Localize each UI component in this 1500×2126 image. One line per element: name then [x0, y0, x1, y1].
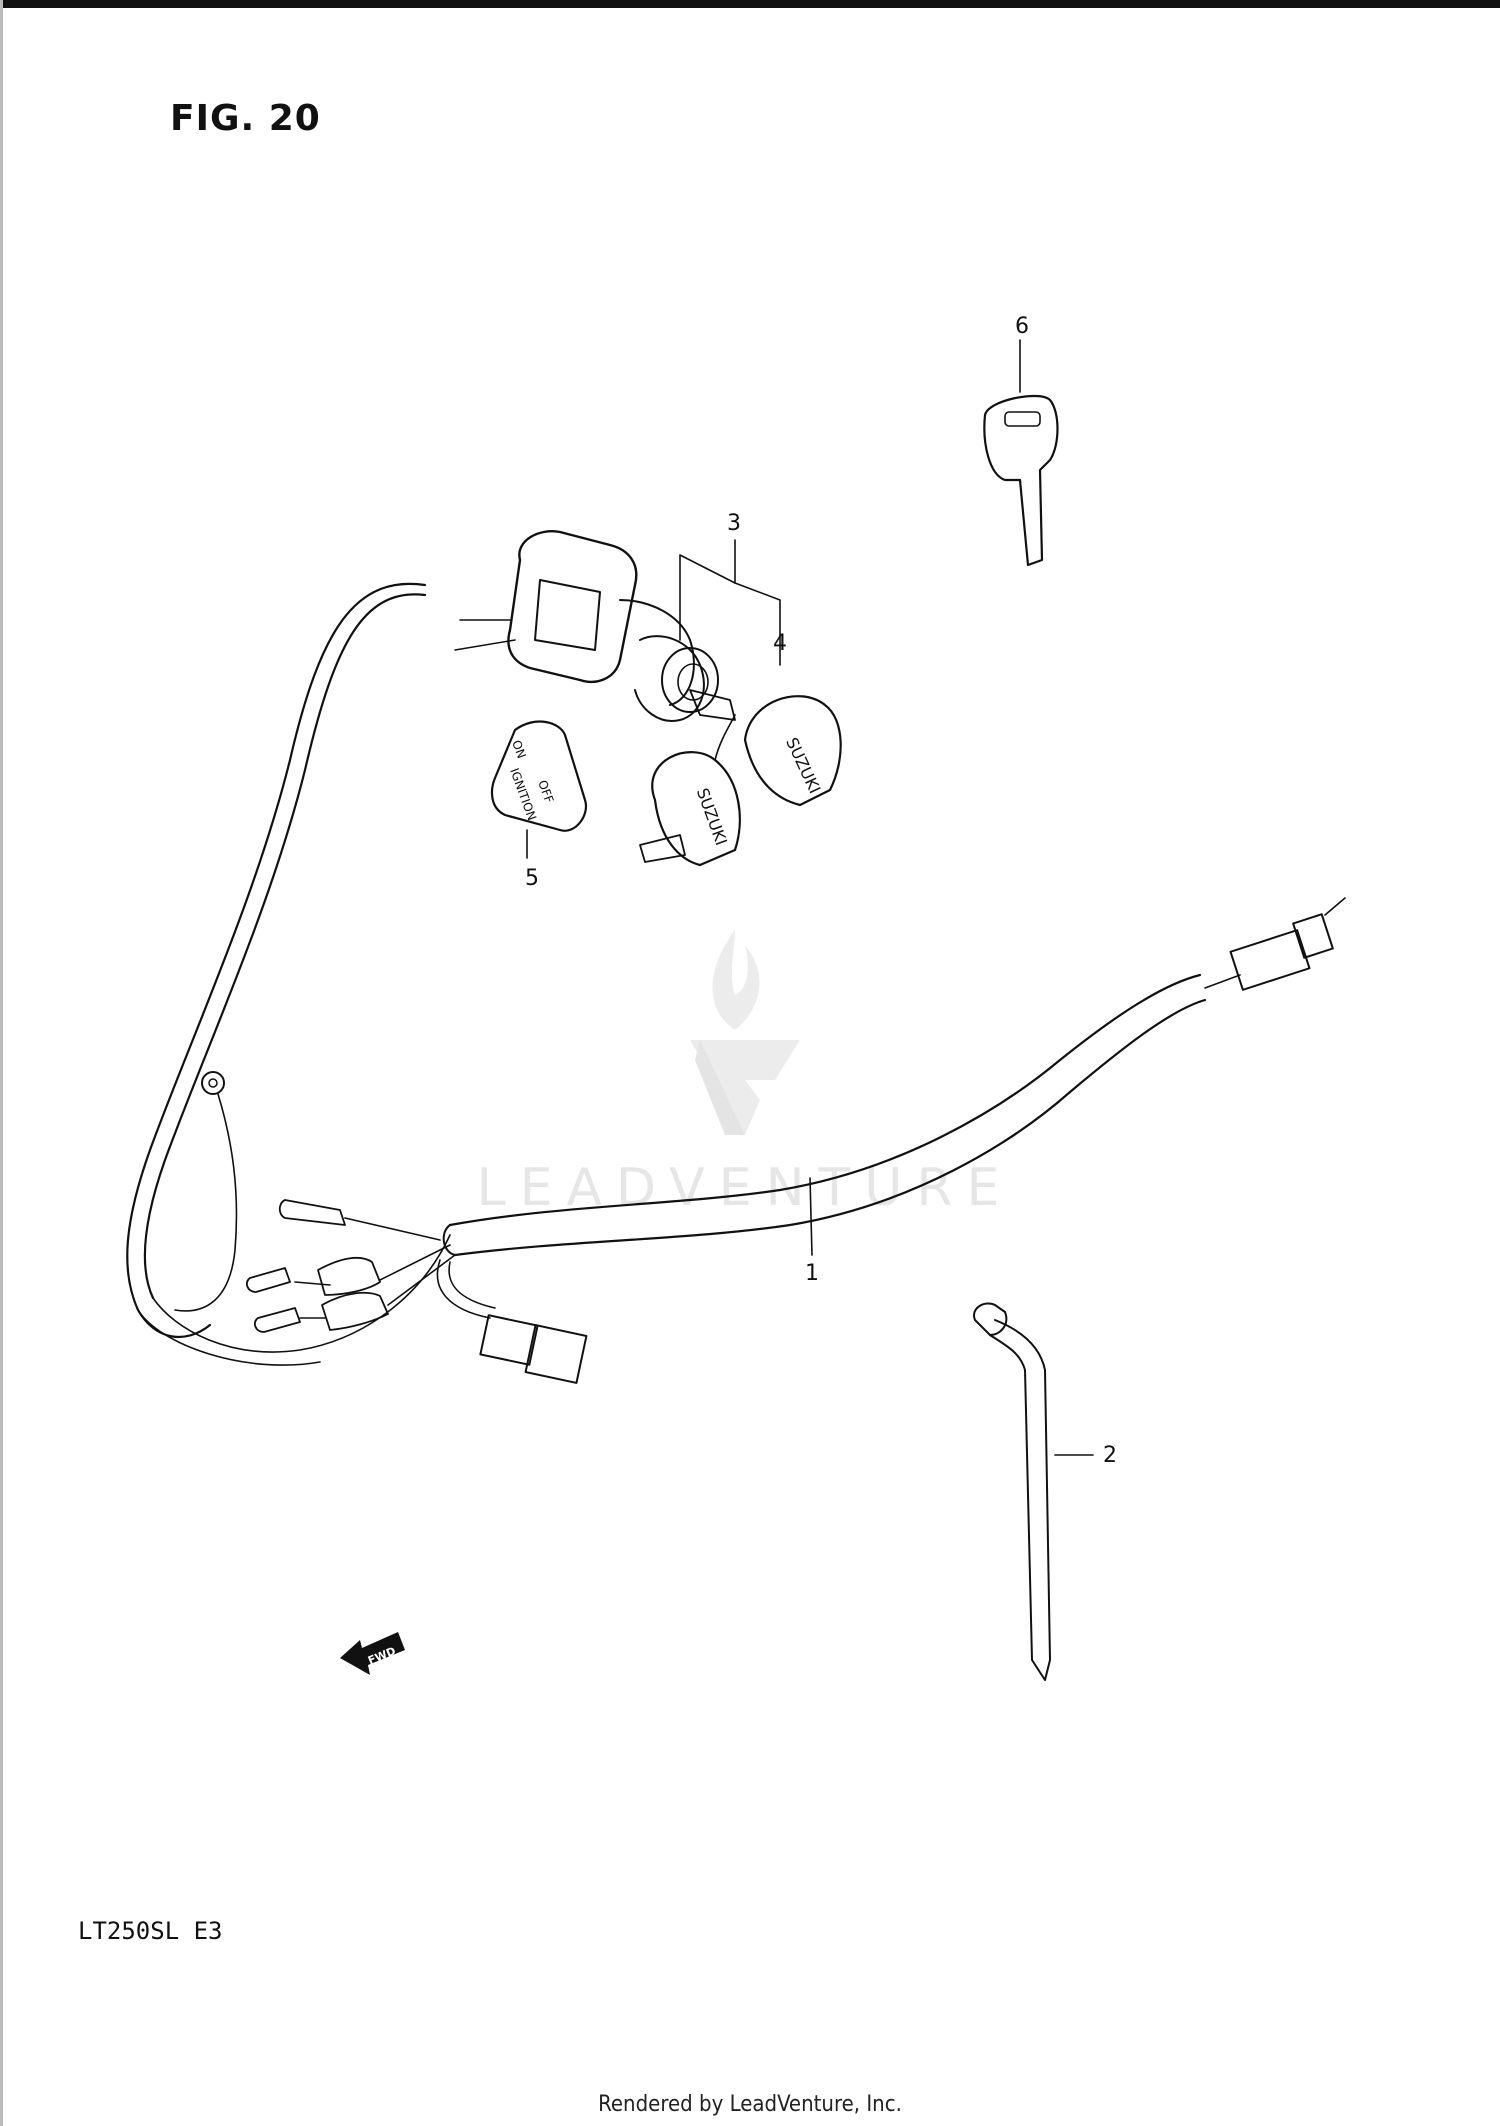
key-brand-1: SUZUKI [782, 735, 824, 797]
callout-1: 1 [805, 1261, 819, 1286]
ignition-plate-on: ON [509, 738, 528, 760]
footer-credit: Rendered by LeadVenture, Inc. [598, 2092, 902, 2117]
leader-3-left [679, 554, 736, 641]
callout-5: 5 [525, 866, 539, 891]
blank-key [983, 394, 1059, 567]
fwd-arrow: FWD [340, 1632, 405, 1675]
model-code: LT250SL E3 [78, 1917, 223, 1945]
left-border [0, 0, 3, 2126]
ignition-switch [454, 530, 736, 722]
ignition-plate-off: OFF [535, 778, 556, 805]
ignition-plate: ON OFF IGNITION [490, 720, 588, 832]
watermark-text: LEADVENTURE [477, 1158, 1014, 1218]
callout-2: 2 [1103, 1443, 1117, 1468]
wiring-harness [126, 582, 1346, 1384]
figure-title: FIG. 20 [170, 98, 321, 139]
cable-tie [973, 1302, 1051, 1681]
top-border [0, 0, 1500, 8]
ignition-plate-ignition: IGNITION [507, 766, 539, 822]
leader-3 [734, 539, 781, 666]
watermark: LEADVENTURE [477, 930, 1014, 1218]
key-brand-2: SUZUKI [693, 785, 731, 847]
leader-1 [809, 1177, 813, 1256]
callout-3: 3 [727, 511, 741, 536]
callout-4: 4 [773, 631, 787, 656]
callout-6: 6 [1015, 314, 1029, 339]
